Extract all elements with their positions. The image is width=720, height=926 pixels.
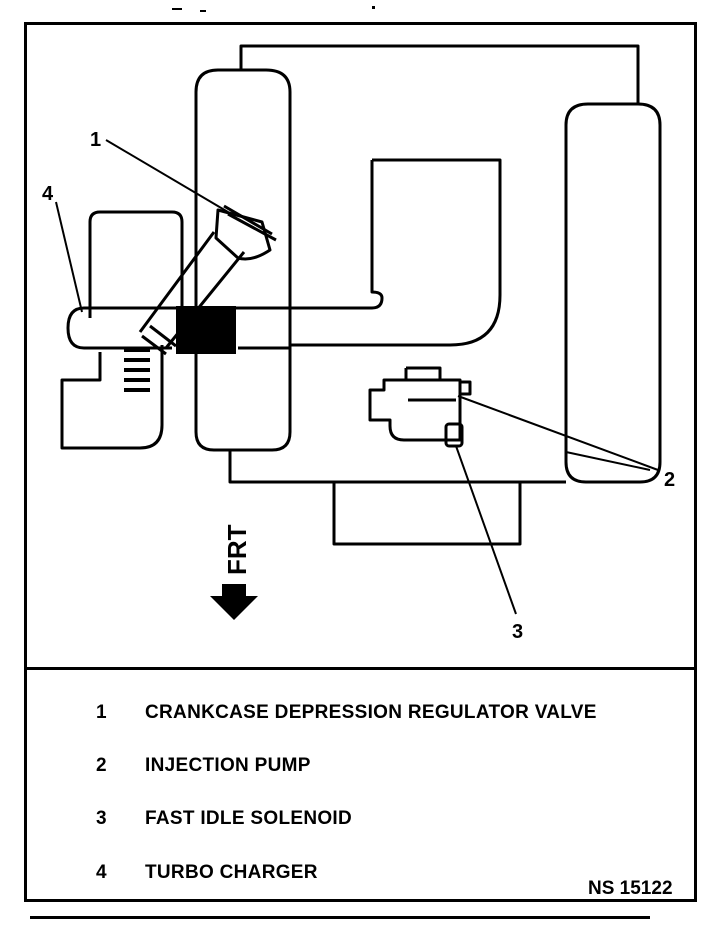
left-tank <box>194 68 292 452</box>
legend-number: 2 <box>96 755 107 776</box>
front-arrow-icon <box>210 596 258 620</box>
figure-id: NS 15122 <box>588 878 673 899</box>
turbo-housing <box>88 210 184 318</box>
injection-pump-fitting <box>460 380 472 396</box>
legend-divider <box>24 667 697 670</box>
legend-label: FAST IDLE SOLENOID <box>145 808 353 829</box>
leader-line-2a <box>457 395 659 471</box>
callout-3: 3 <box>512 621 523 643</box>
legend-label: TURBO CHARGER <box>145 862 318 883</box>
turbo-inlet-block <box>176 306 236 354</box>
cdr-valve-cap <box>223 204 277 242</box>
injection-pump-top <box>404 366 442 380</box>
oil-pan <box>332 482 522 546</box>
right-tank <box>564 102 662 484</box>
legend-number: 4 <box>96 862 107 883</box>
figure-frame <box>24 22 697 902</box>
legend-number: 3 <box>96 808 107 829</box>
turbo-outlet <box>60 345 164 450</box>
leader-line-1 <box>105 139 229 213</box>
intake-duct <box>290 158 502 347</box>
callout-4: 4 <box>42 183 54 205</box>
injection-pump <box>368 378 462 442</box>
cdr-tube-ribs <box>141 324 177 356</box>
legend-label: INJECTION PUMP <box>145 755 311 776</box>
scan-artifact <box>30 916 650 919</box>
scan-artifact <box>372 6 375 9</box>
cdr-valve-body <box>214 208 272 261</box>
fast-idle-solenoid <box>444 422 464 448</box>
leader-line-3 <box>455 445 517 615</box>
leader-line-2b <box>565 451 651 471</box>
top-pipe <box>239 44 640 104</box>
legend-label: CRANKCASE DEPRESSION REGULATOR VALVE <box>145 702 597 723</box>
legend-number: 1 <box>96 702 107 723</box>
turbo-coil <box>124 348 150 392</box>
engine-base <box>228 450 566 484</box>
leader-line-4 <box>55 201 83 313</box>
scan-artifact <box>200 10 206 12</box>
scan-artifact <box>172 8 182 10</box>
callout-2: 2 <box>664 469 675 491</box>
frt-label: FRT <box>222 524 252 575</box>
callout-1: 1 <box>90 129 101 151</box>
